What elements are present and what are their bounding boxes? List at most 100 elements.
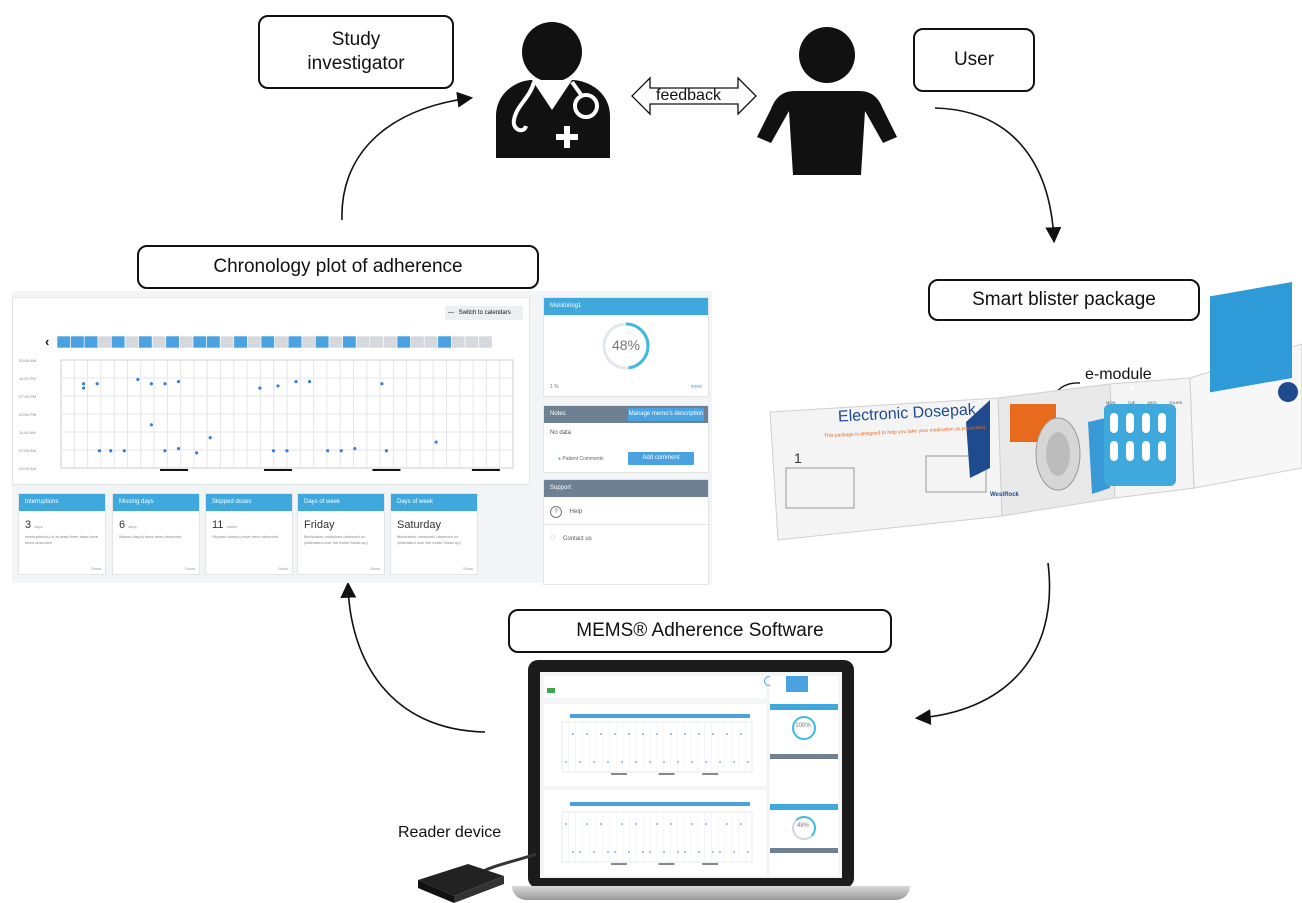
laptop-plot-top — [561, 721, 753, 775]
timeline-cell — [301, 335, 316, 349]
y-tick-label: 11:00 PM — [19, 376, 36, 381]
pill — [1126, 413, 1134, 433]
chronology-label: Chronology plot of adherence — [213, 256, 463, 277]
add-comment-button[interactable]: Add comment — [628, 452, 694, 465]
timeline-cell — [383, 335, 398, 349]
mini-point — [705, 761, 707, 763]
mini-point — [621, 823, 623, 825]
mini-point — [565, 823, 567, 825]
patient-comments-link[interactable]: ● Patient Comments — [558, 456, 604, 462]
card-title: Missing days — [113, 494, 199, 511]
adherence-dashboard: — Switch to calendars ‹ › 03:00 AM11:00 … — [12, 291, 712, 585]
mini-point — [649, 761, 651, 763]
manage-memo-button[interactable]: Manage memo's description — [628, 408, 704, 421]
dose-point — [353, 446, 357, 451]
prev-arrow-icon[interactable]: ‹ — [45, 334, 50, 349]
pill — [1126, 441, 1134, 461]
mini-point — [656, 733, 658, 735]
add-comment-label: Add comment — [642, 455, 680, 461]
chat-icon: ◌ — [550, 532, 556, 542]
monitoring-panel: Monitoring1 48% 1 % more — [543, 297, 709, 397]
mini-point — [698, 733, 700, 735]
mini-point — [579, 761, 581, 763]
blister-day: MON — [1106, 400, 1116, 405]
reader-device-image — [418, 852, 537, 903]
pill — [1110, 441, 1118, 461]
dose-point — [308, 380, 312, 384]
contact-label: Contact us — [563, 536, 592, 542]
dose-point — [136, 377, 140, 382]
chart-panel: — Switch to calendars ‹ › 03:00 AM11:00 … — [12, 297, 530, 485]
mini-point — [747, 851, 749, 853]
timeline-cell — [165, 335, 180, 349]
feedback-label: feedback — [656, 87, 721, 104]
mini-point — [600, 733, 602, 735]
contact-link[interactable]: ◌ Contact us — [550, 532, 592, 542]
timeline-strip — [56, 335, 493, 349]
switch-label: Switch to calendars — [458, 310, 511, 316]
study-investigator-label: Study investigator — [307, 29, 405, 74]
mini-point — [712, 851, 714, 853]
blister-dose-number: 1 — [794, 450, 802, 466]
mini-point — [698, 851, 700, 853]
dose-point — [95, 382, 99, 386]
mini-point — [635, 761, 637, 763]
help-icon: ? — [550, 506, 562, 518]
user-person-icon — [757, 27, 897, 175]
feedback-double-arrow — [631, 76, 757, 116]
dose-point — [276, 384, 280, 388]
card-show-link[interactable]: Show — [184, 566, 195, 571]
dose-point — [82, 386, 86, 390]
dose-point — [380, 382, 384, 386]
mini-point — [614, 733, 616, 735]
mini-point — [684, 733, 686, 735]
summary-card-interruptions: Interruptions 3 days Interruption(s) of … — [18, 493, 106, 575]
y-tick-label: 07:00 PM — [19, 394, 36, 399]
software-label: MEMS® Adherence Software — [576, 620, 824, 641]
notes-title: Notes — [550, 411, 566, 417]
pill — [1158, 413, 1166, 433]
timeline-cell — [437, 335, 452, 349]
card-show-link[interactable]: Show — [462, 566, 473, 571]
card-show-link[interactable]: Show — [90, 566, 101, 571]
mini-point — [628, 733, 630, 735]
timeline-cell — [369, 335, 384, 349]
mini-point — [635, 823, 637, 825]
pill — [1142, 441, 1150, 461]
timeline-cell — [396, 335, 411, 349]
mini-point — [691, 823, 693, 825]
doctor-icon — [496, 22, 610, 158]
reader-label: Reader device — [398, 824, 502, 841]
card-value: 11 — [212, 519, 224, 531]
study-investigator-box: Study investigator — [258, 15, 454, 89]
card-value: Friday — [304, 519, 335, 531]
y-tick-label: 11:00 AM — [19, 430, 36, 435]
dose-point — [208, 436, 212, 440]
dose-point — [258, 386, 262, 390]
dose-point — [82, 382, 86, 386]
dose-point — [97, 449, 102, 453]
dose-point — [163, 382, 167, 386]
pill — [1158, 441, 1166, 461]
dose-point — [176, 380, 181, 384]
switch-button[interactable]: — Switch to calendars — [445, 306, 523, 320]
help-link[interactable]: ? Help — [550, 506, 582, 518]
summary-card-days-of-week-1: Days of week Friday Medication omissions… — [297, 493, 385, 575]
mini-point — [621, 761, 623, 763]
mini-point — [593, 851, 595, 853]
blister-day: TUE — [1127, 400, 1136, 405]
mini-point — [677, 851, 679, 853]
mini-point — [705, 823, 707, 825]
monitoring-more-link[interactable]: more — [690, 384, 702, 390]
laptop: 100% 48% — [528, 660, 854, 888]
blister-box: Smart blister package — [928, 279, 1200, 321]
card-show-link[interactable]: Show — [369, 566, 380, 571]
mini-point — [572, 733, 574, 735]
timeline-cell — [328, 335, 343, 349]
card-show-link[interactable]: Show — [277, 566, 288, 571]
mini-point — [733, 761, 735, 763]
timeline-cell — [138, 335, 153, 349]
blister-day: THURS — [1168, 400, 1183, 405]
mini-point — [663, 761, 665, 763]
